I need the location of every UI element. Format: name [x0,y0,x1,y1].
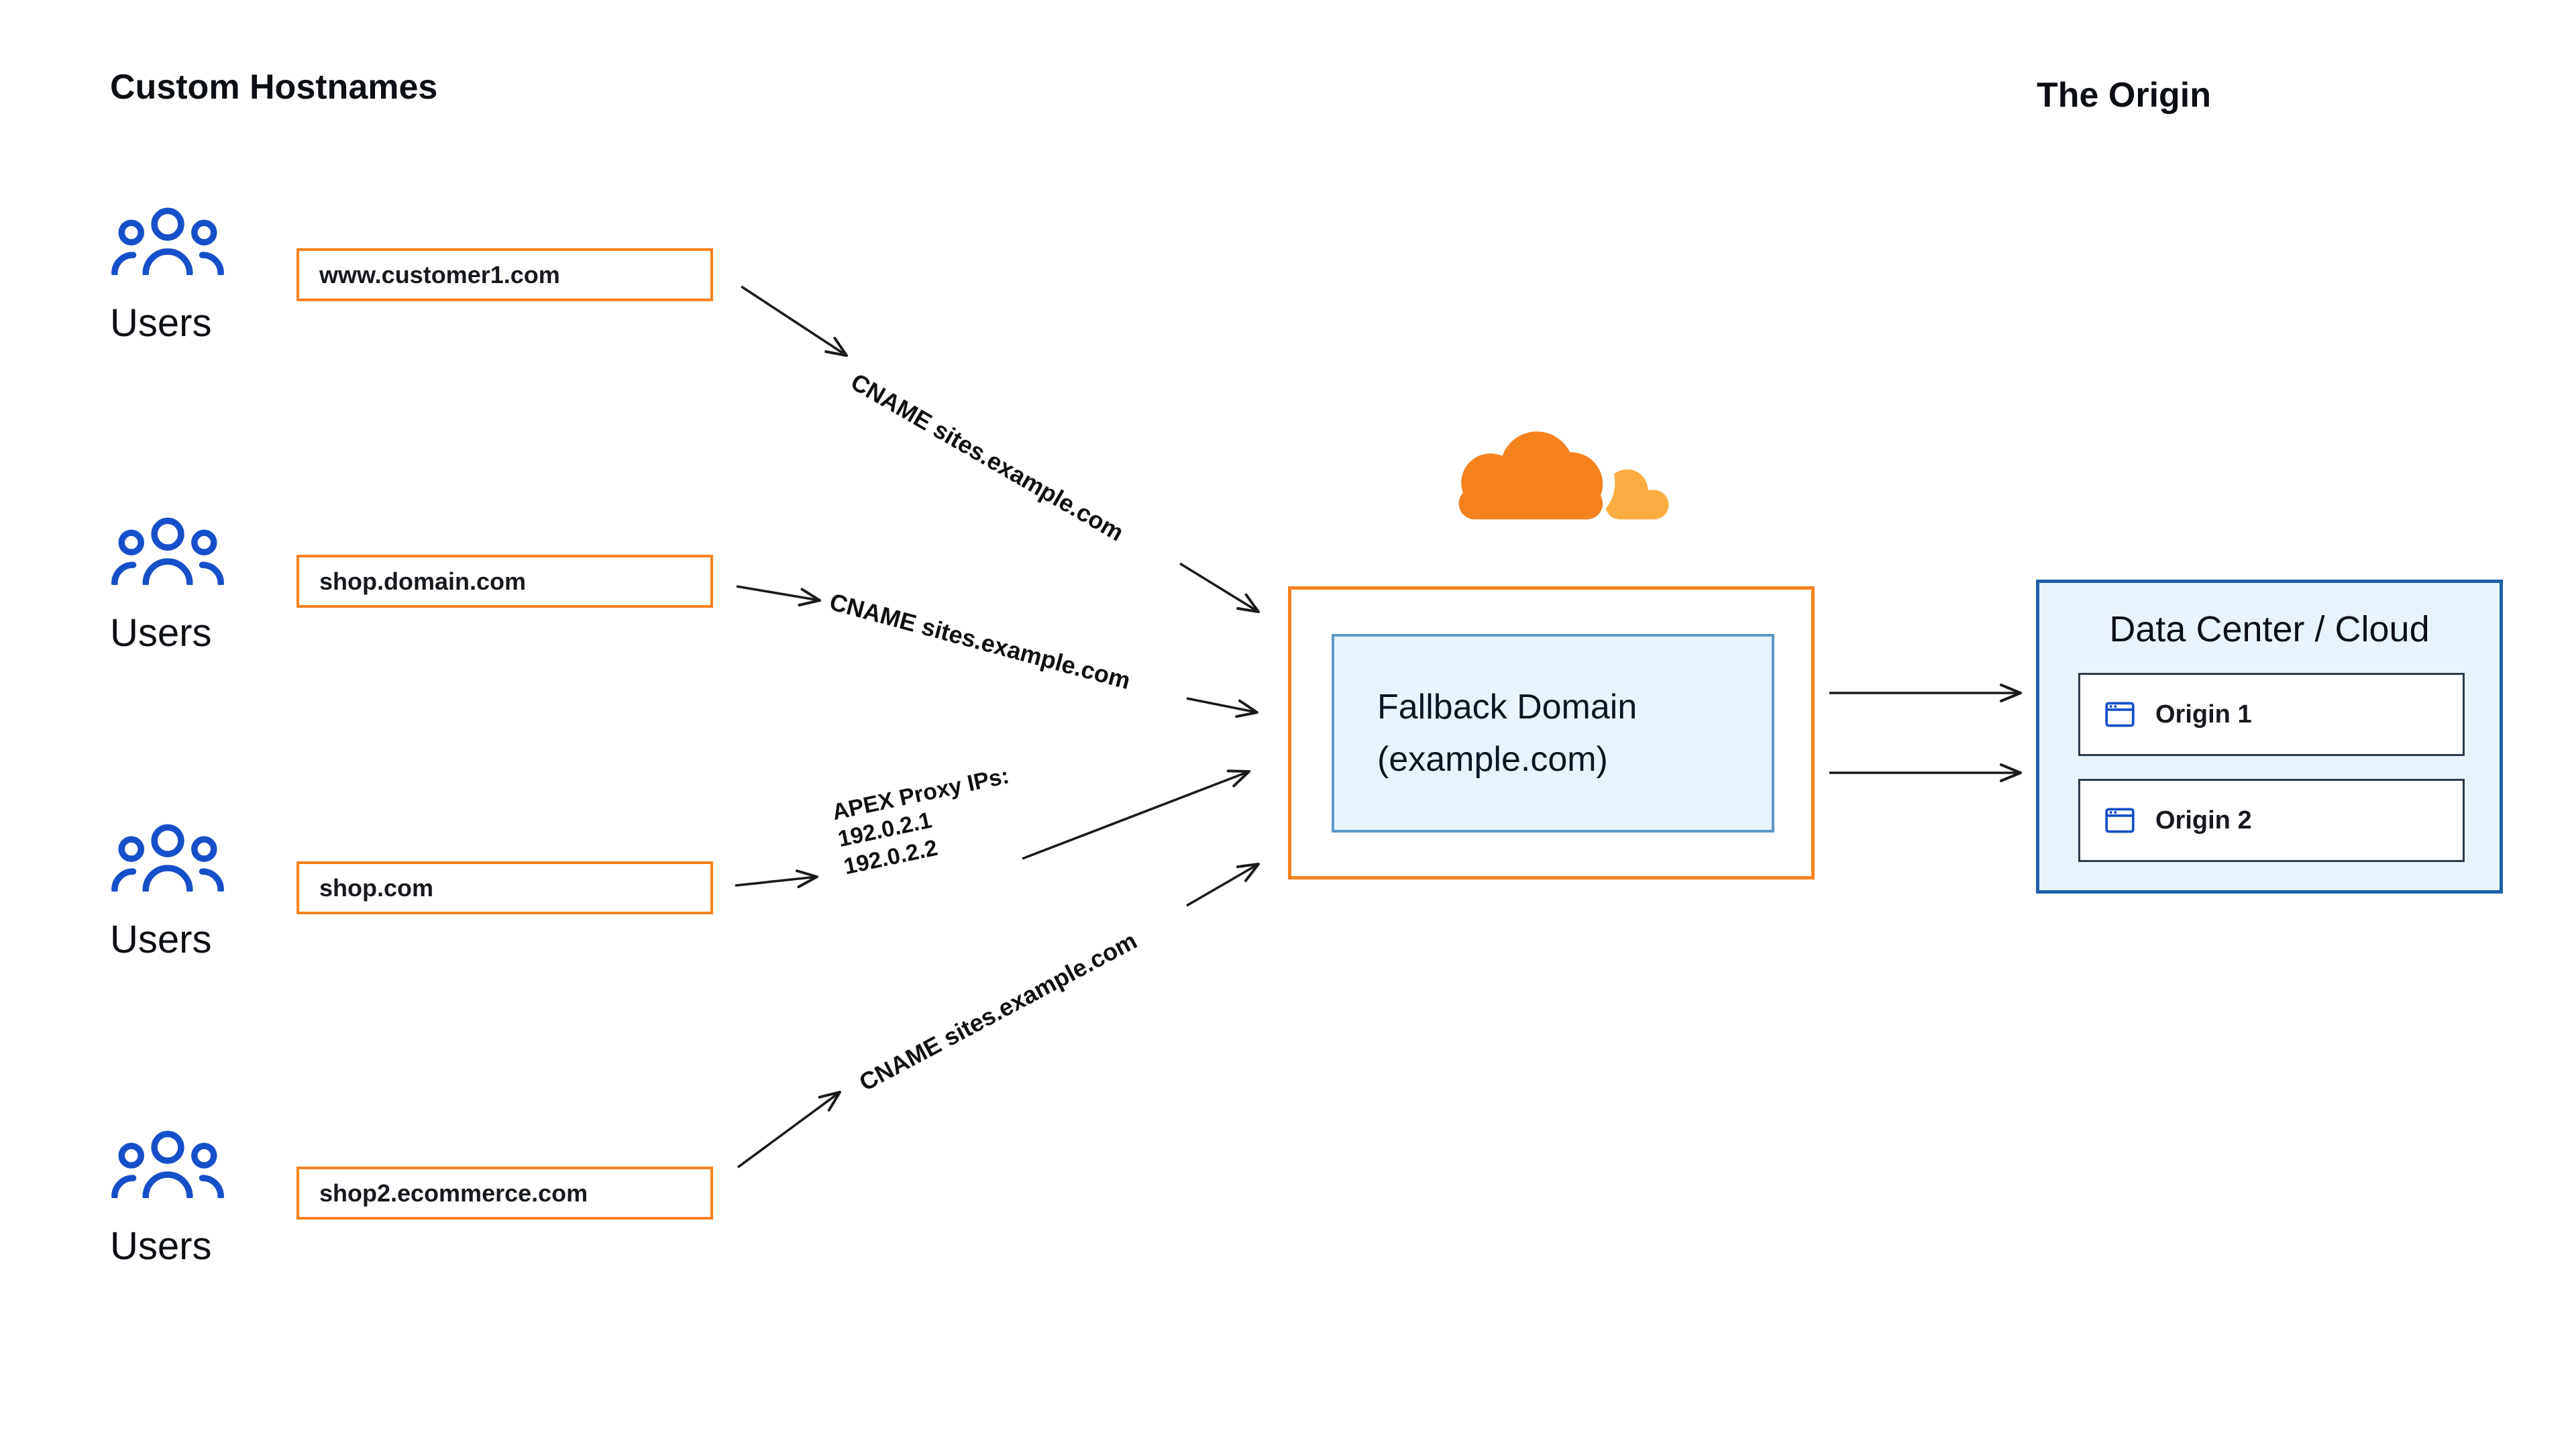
hostname-label: shop.domain.com [319,567,527,595]
arrow-label-apex: APEX Proxy IPs: 192.0.2.1 192.0.2.2 [830,762,1023,881]
origin-row-2: Origin 2 [2078,779,2465,862]
users-label: Users [110,1224,212,1268]
users-icon [111,207,224,275]
hostname-label: shop.com [319,873,434,902]
hostname-box-4: shop2.ecommerce.com [297,1167,713,1220]
browser-window-icon [2105,702,2135,727]
origin-row-1: Origin 1 [2078,673,2465,756]
fallback-domain-line2: (example.com) [1377,740,1608,779]
users-label: Users [110,301,212,345]
hostname-label: www.customer1.com [319,260,560,288]
arrow-label-cname-3: CNAME sites.example.com [855,926,1142,1097]
hostname-box-3: shop.com [297,861,713,914]
origin-panel: Data Center / Cloud Origin 1 Origin 2 [2036,580,2503,894]
hostname-label: shop2.ecommerce.com [319,1179,588,1207]
users-label: Users [110,611,212,655]
fallback-domain-box: Fallback Domain (example.com) [1332,634,1774,833]
users-icon [111,1130,224,1198]
fallback-outer-box: Fallback Domain (example.com) [1288,586,1815,879]
cloudflare-logo-icon [1422,417,1678,543]
hostname-box-2: shop.domain.com [297,555,713,608]
origin-label: Origin 1 [2155,700,2252,729]
arrow-label-cname-2: CNAME sites.example.com [826,588,1134,695]
browser-window-icon [2105,808,2135,833]
users-label: Users [110,918,212,961]
arrow-label-cname-1: CNAME sites.example.com [846,368,1129,547]
users-icon [111,517,224,585]
left-section-title: Custom Hostnames [110,68,438,107]
users-group-2: Users [110,515,231,655]
fallback-domain-line1: Fallback Domain [1377,688,1638,727]
users-group-1: Users [110,205,231,345]
hostname-box-1: www.customer1.com [297,248,713,301]
origin-label: Origin 2 [2155,806,2252,835]
right-section-title: The Origin [2037,76,2211,115]
users-group-4: Users [110,1128,231,1269]
users-icon [111,824,224,892]
users-group-3: Users [110,822,231,962]
origin-panel-title: Data Center / Cloud [2109,609,2430,649]
